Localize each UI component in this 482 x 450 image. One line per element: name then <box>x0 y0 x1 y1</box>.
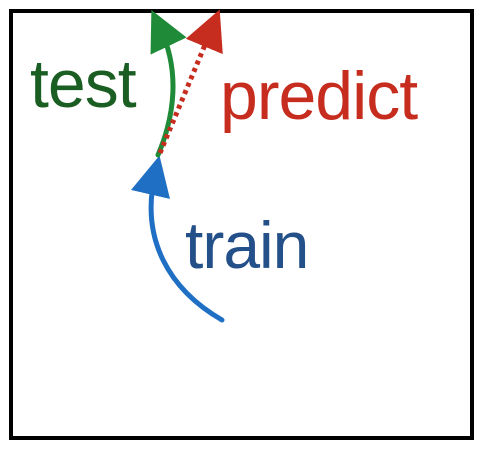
predict-arrow <box>157 9 223 154</box>
diagram-frame <box>9 9 474 440</box>
train-arrow <box>131 155 225 323</box>
train-label: train <box>185 208 309 282</box>
test-label: test <box>30 46 137 122</box>
predict-label: predict <box>220 58 418 134</box>
